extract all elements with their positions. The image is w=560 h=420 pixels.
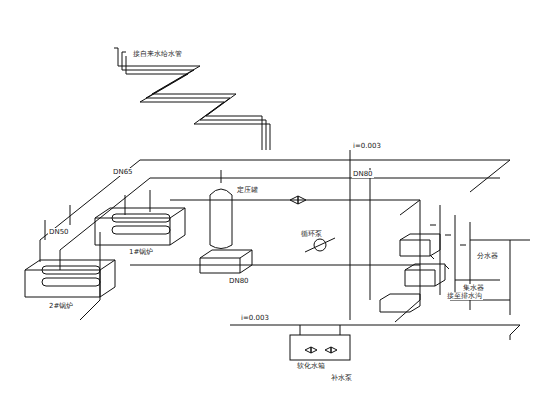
pipe-label: DN80: [228, 277, 250, 285]
pipe-label: 补水泵: [330, 374, 353, 382]
pipe-label: 软化水箱: [296, 362, 326, 370]
main-pipe-loop: [40, 150, 520, 340]
pipe-label: 接至排水沟: [446, 292, 483, 300]
pipe-label: 接自来水给水管: [132, 50, 183, 58]
pipe-label: 集水器: [462, 284, 485, 292]
pipe-label: 循环泵: [300, 230, 323, 238]
supply-pipe-bundle: [114, 48, 270, 150]
pipe-label: i=0.003: [240, 314, 270, 322]
pipe-label: 定压罐: [236, 186, 259, 194]
boiler-units: [25, 190, 185, 297]
pipe-label: DN65: [112, 168, 134, 176]
distributor-cluster: [380, 225, 530, 312]
pipe-label: DN50: [48, 228, 70, 236]
pipe-label: 1#锅炉: [128, 248, 154, 256]
pipe-label: 2#锅炉: [48, 302, 74, 310]
pump-valves: [290, 196, 350, 360]
pipe-label: 分水器: [476, 252, 499, 260]
pipe-label: i=0.003: [352, 142, 382, 150]
pipe-label: DN80: [352, 170, 374, 178]
